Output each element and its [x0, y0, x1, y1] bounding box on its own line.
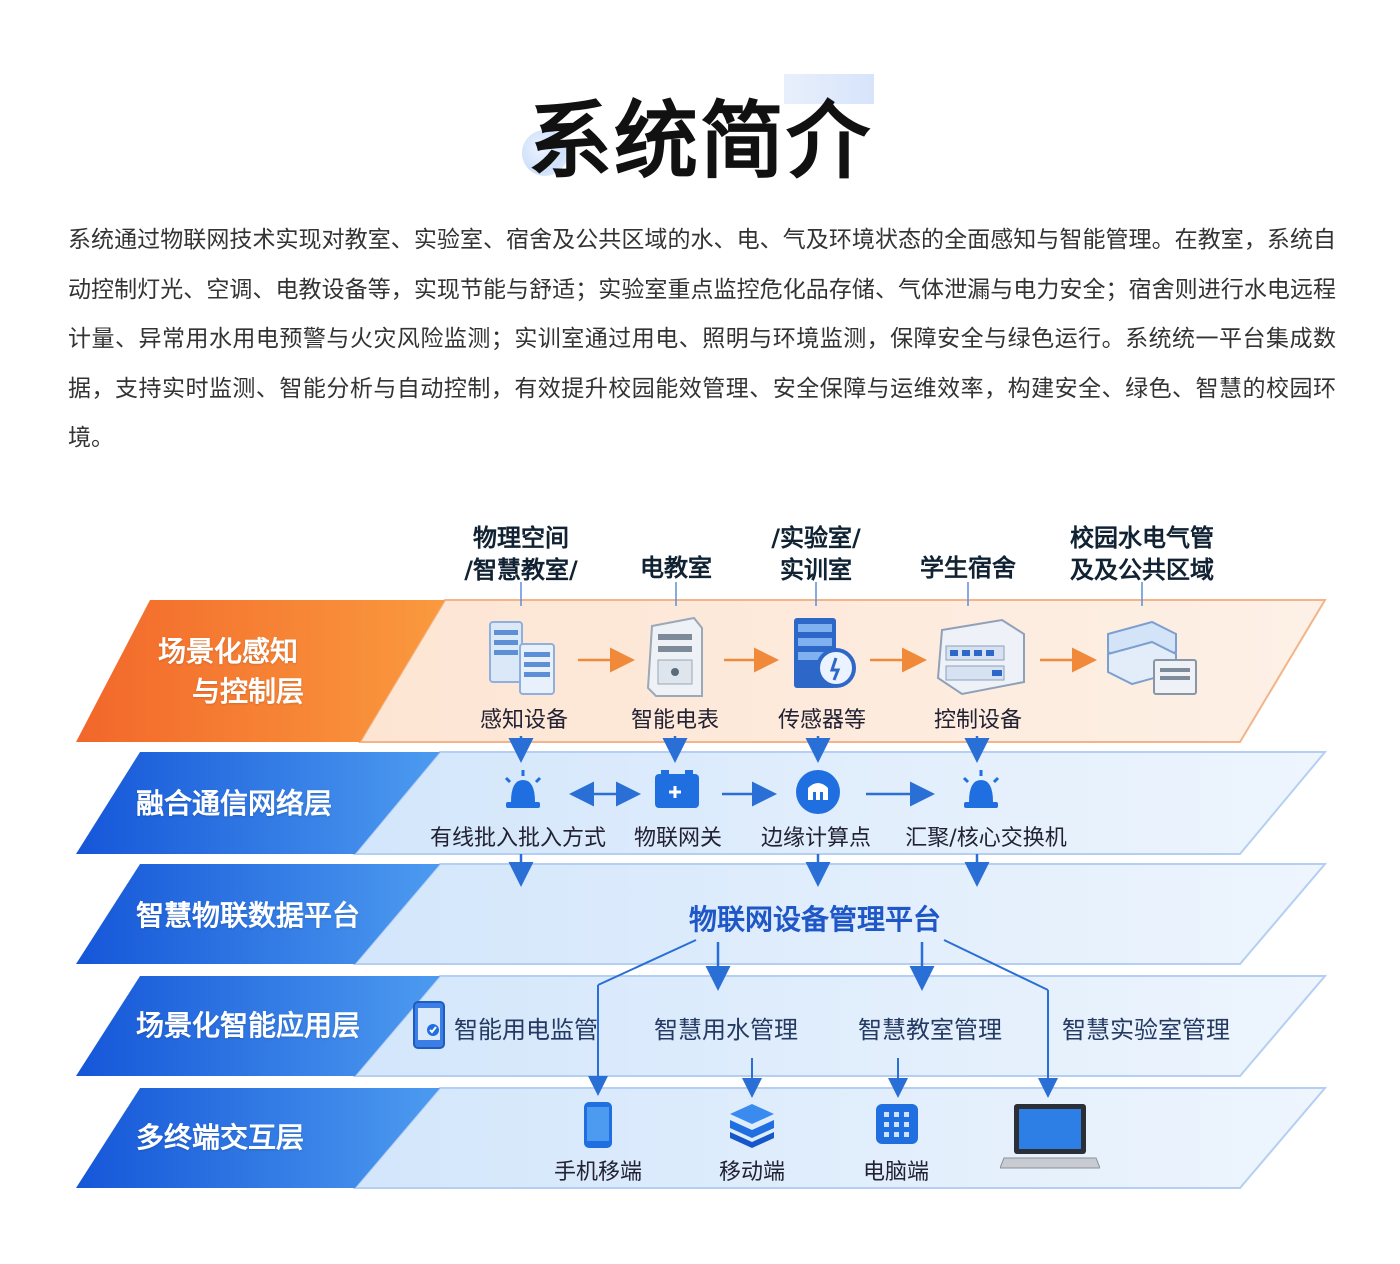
architecture-diagram: 物理空间 /智慧教室/ 电教室 /实验室/ 实训室 学生宿舍 校园水电气管 及及…	[0, 490, 1400, 1230]
terminal-label-mobile-client: 移动端	[718, 1160, 785, 1185]
stack-layers-icon	[730, 1104, 774, 1148]
core-switch-alarm-icon	[962, 770, 1000, 808]
node-label-sensing-device: 感知设备	[479, 708, 568, 733]
layer-label-data-platform: 智慧物联数据平台	[136, 899, 361, 932]
app-label-power-monitoring: 智能用电监管	[454, 1016, 598, 1044]
alarm-signal-icon	[504, 770, 542, 808]
sensor-icon	[794, 618, 856, 688]
title-area: 系统简介	[0, 60, 1400, 190]
iot-gateway-icon	[655, 770, 699, 808]
column-header-line2: 实训室	[780, 556, 852, 584]
column-header-campus-utilities: 校园水电气管 及及公共区域	[1057, 522, 1227, 586]
title-decoration-circle	[522, 130, 568, 176]
server-rack-stack-icon	[1107, 620, 1197, 695]
laptop-icon	[1000, 1104, 1100, 1169]
control-device-icon	[936, 618, 1025, 696]
layer-label-application: 场景化智能应用层	[136, 1009, 361, 1042]
smart-meter-icon	[646, 616, 703, 697]
iot-platform-label: 物联网设备管理平台	[688, 903, 941, 936]
layer-label-network: 融合通信网络层	[136, 787, 333, 820]
layer-label-line1: 场景化感知	[158, 635, 299, 668]
node-label-control-device: 控制设备	[933, 708, 1022, 733]
terminal-label-mobile: 手机移端	[553, 1160, 642, 1185]
app-label-lab-management: 智慧实验室管理	[1062, 1016, 1230, 1044]
tablet-app-icon	[413, 1001, 445, 1049]
node-label-iot-gateway: 物联网关	[633, 826, 722, 851]
server-cluster-icon	[489, 621, 555, 695]
terminal-label-pc: 电脑端	[862, 1160, 929, 1185]
column-header-line2: 及及公共区域	[1070, 556, 1214, 584]
node-label-smart-meter: 智能电表	[630, 708, 719, 733]
app-label-classroom-management: 智慧教室管理	[858, 1016, 1002, 1044]
edge-computing-icon	[796, 770, 840, 814]
apps-grid-icon	[876, 1104, 918, 1144]
column-header-line1: 物理空间	[473, 524, 569, 552]
node-label-wired-access: 有线批入批入方式	[429, 826, 606, 851]
mobile-phone-icon	[584, 1102, 612, 1148]
node-label-edge-computing: 边缘计算点	[760, 826, 871, 851]
column-header-laboratory: /实验室/ 实训室	[731, 522, 901, 586]
column-header-av-room: 电教室	[591, 552, 761, 584]
column-header-line1: 校园水电气管	[1070, 524, 1214, 552]
title-decoration-bar	[784, 74, 874, 104]
column-header-line1: 学生宿舍	[920, 554, 1016, 582]
column-header-dormitory: 学生宿舍	[883, 552, 1053, 584]
column-header-line1: 电教室	[640, 554, 712, 582]
column-header-physical-space: 物理空间 /智慧教室/	[436, 522, 606, 586]
column-header-line1: /实验室/	[771, 524, 861, 552]
diagram-background	[76, 582, 1328, 1189]
layer-label-line2: 与控制层	[192, 675, 305, 708]
node-label-core-switch: 汇聚/核心交换机	[905, 826, 1067, 851]
layer-label-perception: 场景化感知 与控制层	[158, 632, 304, 712]
node-label-sensors: 传感器等	[777, 708, 866, 733]
intro-paragraph: 系统通过物联网技术实现对教室、实验室、宿舍及公共区域的水、电、气及环境状态的全面…	[68, 227, 1336, 451]
column-header-line2: /智慧教室/	[464, 556, 578, 584]
app-label-water-management: 智慧用水管理	[654, 1016, 798, 1044]
page-title: 系统简介	[527, 92, 872, 190]
layer-label-terminal: 多终端交互层	[136, 1121, 305, 1154]
